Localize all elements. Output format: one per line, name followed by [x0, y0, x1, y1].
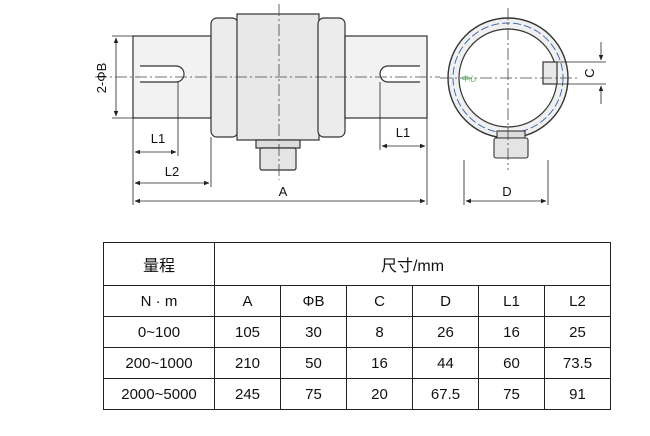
- table-cell: 75: [478, 378, 545, 410]
- table-cell: 210: [214, 347, 281, 379]
- side-view: [132, 13, 428, 171]
- table-cell: 73.5: [544, 347, 611, 379]
- table-cell: 60: [478, 347, 545, 379]
- column-header: ΦB: [280, 285, 347, 317]
- column-header: L1: [478, 285, 545, 317]
- table-cell: 67.5: [412, 378, 479, 410]
- table-cell: 91: [544, 378, 611, 410]
- table-cell: 44: [412, 347, 479, 379]
- right-keyway: [379, 65, 420, 83]
- table-cell: 16: [346, 347, 413, 379]
- connector-plug: [259, 147, 297, 171]
- specification-table: 量程 尺寸/mm N · m A ΦB C D L1 L2 0~100 105 …: [103, 242, 611, 410]
- column-header: D: [412, 285, 479, 317]
- l1-right-label: L1: [396, 125, 410, 140]
- column-header: C: [346, 285, 413, 317]
- d-label: D: [502, 184, 511, 199]
- table-cell: 50: [280, 347, 347, 379]
- l1-left-label: L1: [151, 131, 165, 146]
- column-header: N · m: [103, 285, 215, 317]
- table-cell: 8: [346, 316, 413, 348]
- table-cell: 75: [280, 378, 347, 410]
- l2-label: L2: [165, 164, 179, 179]
- left-flange: [210, 17, 239, 138]
- column-header: L2: [544, 285, 611, 317]
- table-header-row: 量程 尺寸/mm: [103, 242, 611, 286]
- table-cell: 0~100: [103, 316, 215, 348]
- column-header: A: [214, 285, 281, 317]
- table-row: 0~100 105 30 8 26 16 25: [103, 316, 611, 348]
- table-column-header-row: N · m A ΦB C D L1 L2: [103, 285, 611, 317]
- table-row: 2000~5000 245 75 20 67.5 75 91: [103, 378, 611, 410]
- table-cell: 2000~5000: [103, 378, 215, 410]
- right-flange: [317, 17, 346, 138]
- table-cell: 16: [478, 316, 545, 348]
- table-row: 200~1000 210 50 16 44 60 73.5: [103, 347, 611, 379]
- table-cell: 30: [280, 316, 347, 348]
- end-view-connector-plug: [493, 137, 529, 159]
- table-cell: 245: [214, 378, 281, 410]
- end-view-connector-base: [496, 130, 526, 139]
- left-keyway: [140, 65, 185, 83]
- table-cell: 200~1000: [103, 347, 215, 379]
- table-cell: 105: [214, 316, 281, 348]
- connector-base: [255, 139, 301, 149]
- table-cell: 25: [544, 316, 611, 348]
- c-label: C: [582, 68, 597, 77]
- size-header: 尺寸/mm: [214, 242, 611, 286]
- table-cell: 26: [412, 316, 479, 348]
- range-header: 量程: [103, 242, 215, 286]
- end-view-key: [542, 61, 558, 85]
- center-mark-label: 中心: [462, 74, 476, 83]
- a-label: A: [279, 184, 288, 199]
- phiB-label: 2-ΦB: [94, 63, 109, 94]
- table-cell: 20: [346, 378, 413, 410]
- sensor-technical-drawing: 2-ΦB L1 L2 L1 A 中心 C: [94, 4, 606, 205]
